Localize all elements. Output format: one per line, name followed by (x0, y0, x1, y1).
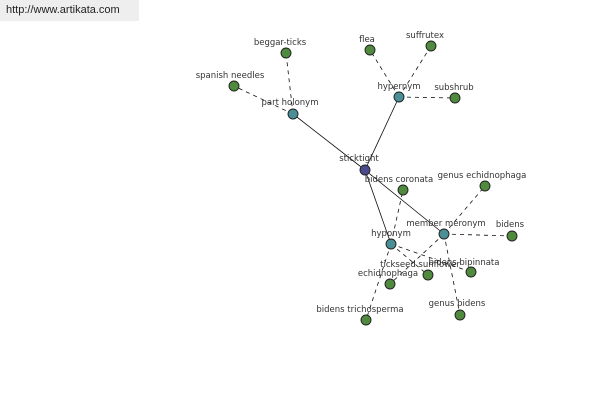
node-genus-bidens[interactable] (454, 309, 466, 321)
edge-hyponym-bidens-trichosperma (365, 243, 392, 321)
graph-edges (233, 45, 513, 321)
node-part-holonym[interactable] (287, 108, 299, 120)
graph-nodes (228, 40, 518, 326)
label-sticktight[interactable]: sticktight (339, 154, 379, 164)
edge-part-holonym-beggar-ticks (285, 52, 294, 115)
label-hypernym[interactable]: hypernym (377, 82, 420, 92)
label-member-meronym[interactable]: member meronym (406, 219, 485, 229)
node-hypernym[interactable] (393, 91, 405, 103)
node-bidens[interactable] (506, 230, 518, 242)
edge-hyponym-bidens-coronata (390, 189, 404, 245)
label-genus-bidens[interactable]: genus bidens (429, 299, 486, 309)
edge-hypernym-suffrutex (398, 45, 432, 98)
label-subshrub[interactable]: subshrub (434, 83, 473, 93)
edge-sticktight-part-holonym (292, 113, 366, 171)
node-bidens-coronata[interactable] (397, 184, 409, 196)
site-url[interactable]: http://www.artikata.com (6, 4, 120, 16)
node-subshrub[interactable] (449, 92, 461, 104)
edge-member-meronym-genus-echidnophaga (443, 185, 486, 235)
label-bidens-bipinnata[interactable]: bidens bipinnata (429, 258, 500, 268)
node-bidens-trichosperma[interactable] (360, 314, 372, 326)
edge-sticktight-member-meronym (364, 169, 445, 235)
node-suffrutex[interactable] (425, 40, 437, 52)
node-bidens-bipinnata[interactable] (465, 266, 477, 278)
label-bidens-coronata[interactable]: bidens coronata (365, 175, 433, 185)
edge-hypernym-subshrub (398, 96, 456, 99)
label-tickseed-sunflower[interactable]: tickseed sunflower (380, 260, 460, 270)
edge-sticktight-hypernym (364, 96, 400, 171)
node-hyponym[interactable] (385, 238, 397, 250)
edge-hyponym-tickseed-sunflower (390, 243, 429, 276)
edge-member-meronym-genus-bidens (443, 233, 461, 316)
node-flea[interactable] (364, 44, 376, 56)
edge-sticktight-hyponym (364, 169, 392, 245)
edge-part-holonym-spanish-needles (233, 85, 294, 115)
label-beggar-ticks[interactable]: beggar-ticks (254, 38, 307, 48)
node-beggar-ticks[interactable] (280, 47, 292, 59)
label-suffrutex[interactable]: suffrutex (406, 31, 444, 41)
url-banner: http://www.artikata.com (0, 0, 139, 21)
label-flea[interactable]: flea (359, 35, 375, 45)
label-part-holonym[interactable]: part holonym (262, 98, 319, 108)
graph-labels: sticktight part holonym hypernym hyponymmem… (196, 31, 527, 315)
edge-hypernym-flea (369, 49, 400, 98)
label-bidens-trichosperma[interactable]: bidens trichosperma (316, 305, 403, 315)
label-bidens[interactable]: bidens (496, 220, 525, 230)
node-echidnophaga[interactable] (384, 278, 396, 290)
label-hyponym[interactable]: hyponym (371, 229, 411, 239)
label-genus-echidnophaga[interactable]: genus echidnophaga (438, 171, 527, 181)
edge-member-meronym-bidens (443, 233, 513, 237)
label-spanish-needles[interactable]: spanish needles (196, 71, 265, 81)
node-sticktight[interactable] (359, 164, 371, 176)
edge-hyponym-bidens-bipinnata (390, 243, 472, 273)
node-spanish-needles[interactable] (228, 80, 240, 92)
label-echidnophaga[interactable]: echidnophaga (358, 269, 418, 279)
node-tickseed-sunflower[interactable] (422, 269, 434, 281)
node-genus-echidnophaga[interactable] (479, 180, 491, 192)
node-member-meronym[interactable] (438, 228, 450, 240)
